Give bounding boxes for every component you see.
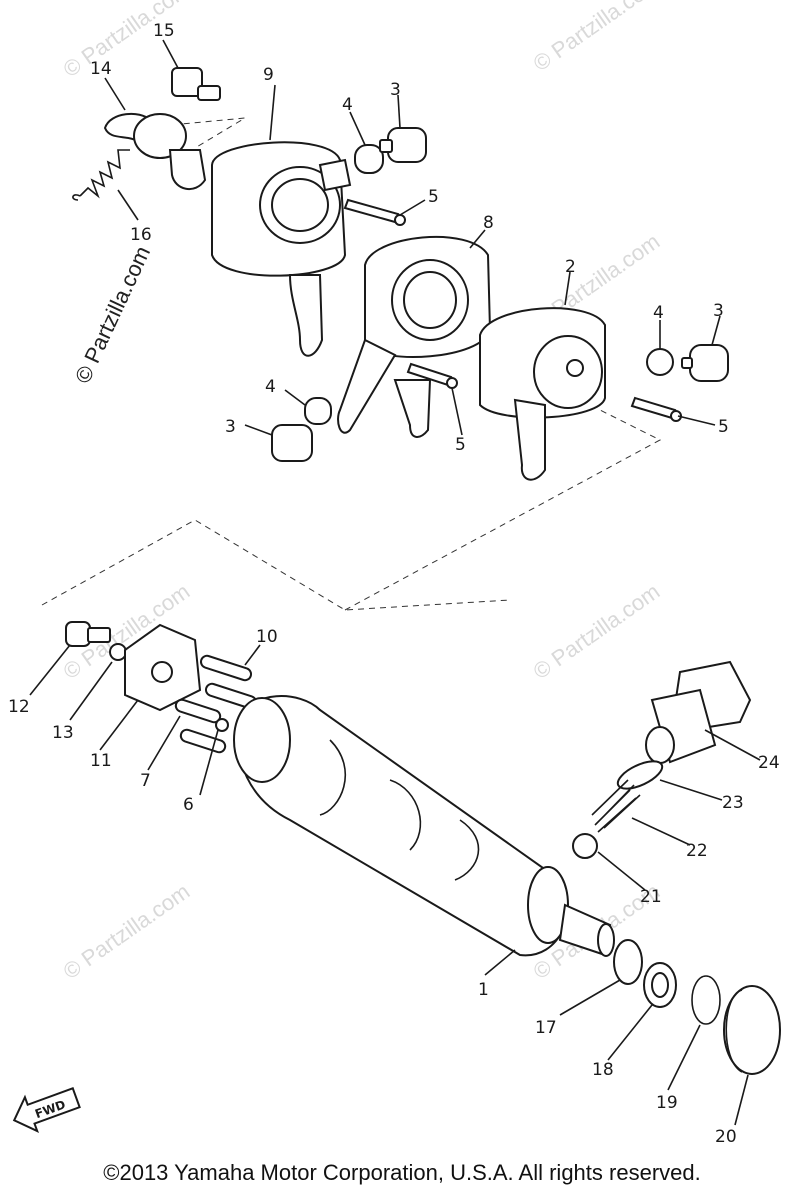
- part-2-shift-fork: [479, 307, 606, 481]
- callout-16: 16: [130, 225, 152, 245]
- part-3-guide-pin: [379, 127, 427, 163]
- part-12-screw: [65, 621, 111, 647]
- part-6-shift-fork: [337, 235, 492, 438]
- callout-5: 5: [718, 417, 729, 437]
- callout-5: 5: [428, 187, 439, 207]
- callout-2: 2: [565, 257, 576, 277]
- callout-3: 3: [225, 417, 236, 437]
- copyright-footer: ©2013 Yamaha Motor Corporation, U.S.A. A…: [103, 1160, 701, 1185]
- part-17-washer: [613, 939, 643, 985]
- part-5-cotter-pin: [343, 198, 406, 226]
- callout-24: 24: [758, 753, 780, 773]
- callout-3: 3: [713, 301, 724, 321]
- part-1-shift-drum: [233, 695, 615, 957]
- part-20-cover-cap: [723, 985, 781, 1075]
- callout-14: 14: [90, 59, 112, 79]
- callout-6: 8: [483, 213, 494, 233]
- callout-19: 19: [656, 1093, 678, 1113]
- callout-8: 10: [256, 627, 278, 647]
- watermark: © Partzilla.com: [59, 879, 195, 985]
- callout-5: 5: [455, 435, 466, 455]
- dashed-guide: [117, 117, 246, 149]
- part-4-roller: [646, 348, 674, 376]
- part-7-shift-fork: [211, 141, 352, 357]
- part-5-cotter-pin: [630, 396, 682, 422]
- callout-22: 22: [686, 841, 708, 861]
- dashed-guide: [41, 519, 511, 611]
- part-15-bolt: [171, 67, 221, 101]
- callout-21: 21: [640, 887, 662, 907]
- callout-labels: 9 15 14 16 4 3 5 8 2 4 3 4 3 5 5 10 12 1…: [8, 21, 780, 1147]
- callout-13: 13: [52, 723, 74, 743]
- part-18-bearing: [643, 962, 677, 1008]
- watermark: © Partzilla.com: [529, 579, 665, 685]
- part-3-guide-pin: [271, 424, 313, 462]
- callout-4: 4: [653, 303, 664, 323]
- callout-1: 1: [478, 980, 489, 1000]
- fwd-direction-badge: FWD: [12, 1087, 81, 1133]
- callout-7: 9: [263, 65, 274, 85]
- part-10-pin: [179, 718, 229, 754]
- part-23-gasket: [616, 760, 664, 790]
- callout-23: 23: [722, 793, 744, 813]
- part-13-washer: [109, 643, 127, 661]
- part-21-ball: [572, 833, 598, 859]
- part-4-roller: [304, 397, 332, 425]
- part-16-spring: [72, 149, 130, 201]
- part-3-guide-pin: [681, 344, 729, 382]
- part-11-segment-cam: [124, 623, 202, 712]
- part-8-pin: [199, 654, 258, 710]
- callout-3: 3: [390, 80, 401, 100]
- callout-17: 17: [535, 1018, 557, 1038]
- callout-4: 4: [342, 95, 353, 115]
- part-9-pin: [174, 698, 222, 724]
- part-22-spring: [591, 779, 641, 833]
- callout-18: 18: [592, 1060, 614, 1080]
- watermark-side: © Partzilla.com: [70, 242, 155, 387]
- callout-9: 7: [140, 771, 151, 791]
- part-14-lever: [103, 112, 207, 190]
- callout-10: 6: [183, 795, 194, 815]
- callout-11: 11: [90, 751, 112, 771]
- part-19-circlip: [691, 975, 721, 1025]
- callout-20: 20: [715, 1127, 737, 1147]
- part-24-plug-bolt: [645, 660, 752, 764]
- callout-15: 15: [153, 21, 175, 41]
- leader-lines: [29, 39, 761, 1126]
- exploded-parts-diagram: © Partzilla.com © Partzilla.com © Partzi…: [8, 0, 781, 1147]
- callout-12: 12: [8, 697, 30, 717]
- dashed-guide: [344, 409, 662, 611]
- part-4-roller: [354, 144, 384, 174]
- watermark: © Partzilla.com: [529, 0, 665, 76]
- callout-4: 4: [265, 377, 276, 397]
